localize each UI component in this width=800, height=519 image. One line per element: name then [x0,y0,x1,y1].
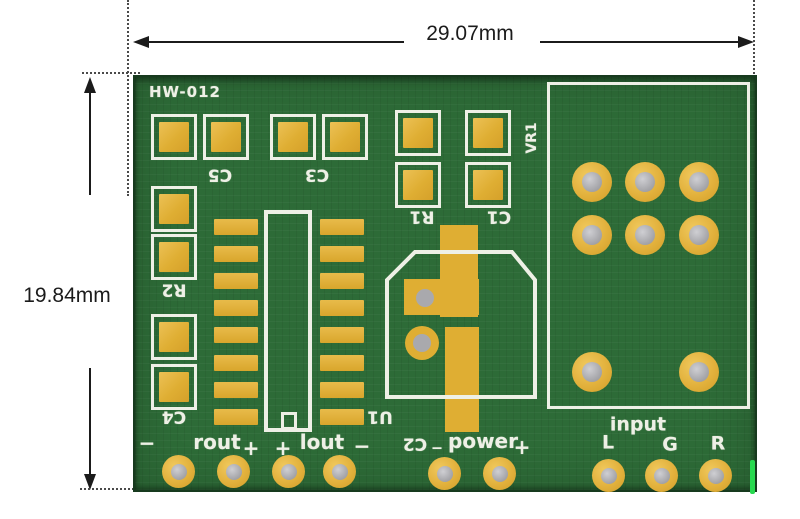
through-hole-pad [572,352,612,392]
copper-trace-lower [445,327,479,432]
soic-pad [320,300,364,316]
through-hole-pad [217,455,250,488]
ref-c3: C3 [304,164,330,185]
label-input-r: R [710,432,726,455]
smd-pad [395,110,441,156]
label-lout-plus: + [274,436,292,460]
soic-pad [214,273,258,289]
left-arrowhead-icon [133,36,149,48]
smd-pad [151,314,197,360]
right-arrowhead-icon [738,36,754,48]
ref-r2: R2 [161,279,187,300]
ref-vr1: VR1 [524,122,540,154]
through-hole-pad [323,455,356,488]
extension-line-top [82,72,140,74]
vr1-footprint-outline [547,82,750,409]
smd-pad [322,114,368,160]
through-hole-pad [272,455,305,488]
through-hole-pad [592,459,625,492]
u1-body-outline [264,210,312,432]
ref-c4: C4 [161,406,187,427]
up-arrowhead-icon [84,77,96,93]
through-hole-pad [572,215,612,255]
soic-pad [320,273,364,289]
vertical-dimension-line-top [89,90,91,195]
vertical-dimension-label: 19.84mm [23,284,111,307]
through-hole-pad [572,162,612,202]
pcb-board: HW-012 C5 C3 R1 C1 VR1 R2 [133,75,757,494]
soic-pad [214,409,258,425]
soic-pad [214,327,258,343]
label-rout-minus: − [138,431,156,455]
label-power-plus: + [513,435,531,459]
label-power: power [448,429,518,453]
smd-pad [270,114,316,160]
ref-c5: C5 [207,164,233,185]
soic-pad [320,409,364,425]
label-rout: rout [193,430,241,454]
soic-pad [320,219,364,235]
through-hole-pad [679,162,719,202]
through-hole-pad [645,459,678,492]
smd-pad [465,162,511,208]
through-hole-pad [428,457,461,490]
through-hole-pad [625,162,665,202]
smd-pad [151,234,197,280]
soic-pad [320,327,364,343]
smd-pad [203,114,249,160]
label-input-g: G [662,433,678,456]
label-input-l: L [601,431,615,454]
horizontal-dimension-label: 29.07mm [426,22,514,45]
extension-line-bottom [80,488,158,490]
label-rout-plus: + [242,436,260,460]
through-hole-pad [679,352,719,392]
label-c2-tail: _ [432,429,442,450]
u1-pin1-notch [281,412,297,430]
down-arrowhead-icon [84,474,96,490]
label-lout: lout [299,430,345,454]
soic-pad [214,355,258,371]
through-hole-pad [625,215,665,255]
q1-footprint-graphic [385,225,537,432]
soic-pad [214,219,258,235]
soic-pad [214,246,258,262]
smd-pad [151,186,197,232]
horizontal-dimension-line-left [142,41,404,43]
board-part-number: HW-012 [149,83,221,101]
through-hole-pad [699,459,732,492]
smd-pad [465,110,511,156]
drill-hole [416,289,434,307]
soic-pad [320,382,364,398]
vertical-dimension-line-bottom [89,368,91,478]
through-hole-pad [483,457,516,490]
through-hole-pad [162,455,195,488]
label-input: input [609,413,667,436]
through-hole-pad [679,215,719,255]
soic-pad [320,355,364,371]
board-edge-highlight [750,460,755,494]
smd-pad [395,162,441,208]
drill-hole [413,334,431,352]
label-lout-minus: − [353,434,371,458]
copper-pad-rect [404,279,479,315]
soic-pad [320,246,364,262]
soic-pad [214,300,258,316]
ref-c2: C2 [402,433,428,454]
extension-line-left [127,0,129,196]
smd-pad [151,114,197,160]
soic-pad [214,382,258,398]
smd-pad [151,364,197,410]
package-outline [385,250,537,399]
horizontal-dimension-line-right [540,41,744,43]
